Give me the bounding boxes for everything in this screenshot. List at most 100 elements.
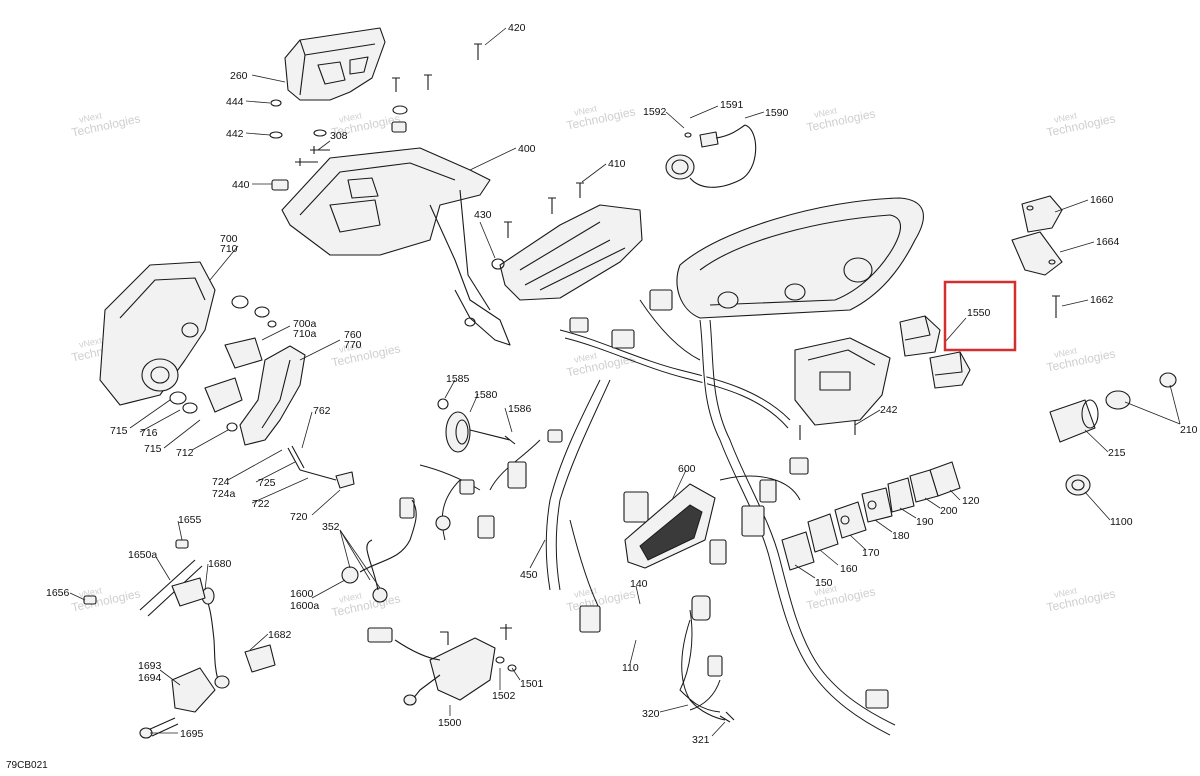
callout-1585: 1585 xyxy=(446,373,470,385)
callout-420: 420 xyxy=(508,22,526,34)
callout-308: 308 xyxy=(330,130,348,142)
callout-430: 430 xyxy=(474,209,492,221)
watermark-text: vNextTechnologies xyxy=(1043,338,1116,375)
callout-200: 200 xyxy=(940,505,958,517)
fastener-group-top xyxy=(269,43,482,191)
watermark-text: vNextTechnologies xyxy=(563,96,636,133)
headlight-frame-part xyxy=(676,197,924,319)
callout-1650a: 1650a xyxy=(128,549,157,561)
sensor-1600-part xyxy=(341,499,417,603)
callout-1664: 1664 xyxy=(1096,236,1120,248)
callout-712: 712 xyxy=(176,447,194,459)
callout-1660: 1660 xyxy=(1090,194,1114,206)
callout-1682: 1682 xyxy=(268,629,292,641)
callout-110: 110 xyxy=(622,662,639,674)
callout-1655: 1655 xyxy=(178,514,202,526)
callout-440: 440 xyxy=(232,179,250,191)
callout-1680: 1680 xyxy=(208,558,232,570)
callout-400: 400 xyxy=(518,143,536,155)
callout-720: 720 xyxy=(290,511,308,523)
callout-1586: 1586 xyxy=(508,403,532,415)
watermark-text: vNextTechnologies xyxy=(1043,578,1116,615)
callout-715-a: 715 xyxy=(110,425,128,437)
mounting-tray-part xyxy=(281,147,511,346)
callout-150: 150 xyxy=(815,577,833,589)
callout-1580: 1580 xyxy=(474,389,498,401)
callout-450: 450 xyxy=(520,569,538,581)
callout-1591: 1591 xyxy=(720,99,744,111)
callout-320: 320 xyxy=(642,708,660,720)
callout-1695: 1695 xyxy=(180,728,204,740)
callout-160: 160 xyxy=(840,563,858,575)
washer-set-left xyxy=(169,295,277,432)
callout-760: 760 xyxy=(344,329,362,341)
callout-410: 410 xyxy=(608,158,626,170)
callout-242: 242 xyxy=(880,404,898,416)
switch-module-row xyxy=(781,461,961,571)
throttle-housing-part xyxy=(99,261,216,406)
callout-1550: 1550 xyxy=(967,307,991,319)
callout-1656: 1656 xyxy=(46,587,70,599)
callout-715-b: 715 xyxy=(144,443,162,455)
throttle-body-part xyxy=(367,624,517,706)
callout-1100: 1100 xyxy=(1110,516,1133,528)
cable-sensor-left xyxy=(83,539,276,739)
callout-1694: 1694 xyxy=(138,672,162,684)
callout-352: 352 xyxy=(322,521,340,533)
callout-210: 210 xyxy=(1180,424,1198,436)
instrument-cluster-part xyxy=(624,483,716,569)
callout-120: 120 xyxy=(962,495,980,507)
sensor-1590-part xyxy=(665,124,757,188)
callout-1592: 1592 xyxy=(643,106,667,118)
watermark-text: vNextTechnologies xyxy=(68,578,141,615)
callout-1600: 1600 xyxy=(290,588,314,600)
callout-1500: 1500 xyxy=(438,717,462,729)
callout-1501: 1501 xyxy=(520,678,544,690)
relay-1550-part xyxy=(899,315,971,389)
top-cover-part xyxy=(284,27,386,101)
connector-set xyxy=(399,289,889,709)
callout-770: 770 xyxy=(344,339,362,351)
main-wiring-harness xyxy=(419,299,896,738)
callout-716: 716 xyxy=(140,427,158,439)
callout-labels: 420 260 444 442 308 440 400 410 430 1592… xyxy=(46,22,1198,746)
callout-710: 710 xyxy=(220,243,238,255)
callout-600: 600 xyxy=(678,463,696,475)
bracket-1660-part xyxy=(1011,195,1063,318)
callout-724a: 724a xyxy=(212,488,236,500)
callout-140: 140 xyxy=(630,578,648,590)
callout-321: 321 xyxy=(692,734,710,746)
watermark-text: vNextTechnologies xyxy=(328,583,401,620)
watermark-text: vNextTechnologies xyxy=(328,333,401,370)
callout-1502: 1502 xyxy=(492,690,516,702)
callout-170: 170 xyxy=(862,547,880,559)
callout-1693: 1693 xyxy=(138,660,162,672)
callout-700a: 700a xyxy=(293,318,317,330)
fuse-panel-part xyxy=(794,337,891,440)
callout-762: 762 xyxy=(313,405,331,417)
callout-725: 725 xyxy=(258,477,276,489)
callout-215: 215 xyxy=(1108,447,1126,459)
highlight-box xyxy=(943,280,1017,352)
side-panel-part xyxy=(491,182,643,301)
sub-harness-320 xyxy=(681,619,735,723)
figure-reference: 79CB021 xyxy=(6,760,48,771)
watermark-text: vNextTechnologies xyxy=(1043,103,1116,140)
callout-722: 722 xyxy=(252,498,270,510)
callout-724: 724 xyxy=(212,476,230,488)
callout-260: 260 xyxy=(230,70,248,82)
callout-1600a: 1600a xyxy=(290,600,319,612)
horn-part xyxy=(437,398,516,453)
callout-444: 444 xyxy=(226,96,244,108)
callout-190: 190 xyxy=(916,516,934,528)
callout-700: 700 xyxy=(220,233,238,245)
callout-180: 180 xyxy=(892,530,910,542)
watermark-text: vNextTechnologies xyxy=(803,98,876,135)
pedal-lever-part xyxy=(239,345,355,489)
callout-1662: 1662 xyxy=(1090,294,1114,306)
leader-lines xyxy=(69,27,1181,737)
callout-1590: 1590 xyxy=(765,107,789,119)
switch-group-right xyxy=(1049,372,1177,496)
callout-442: 442 xyxy=(226,128,244,140)
